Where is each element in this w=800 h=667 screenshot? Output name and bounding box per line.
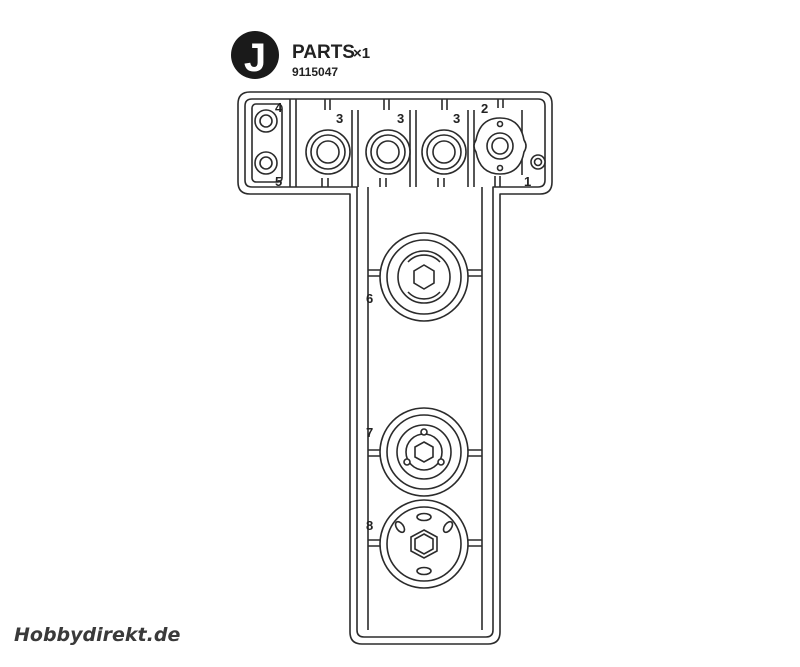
- part-label-5: 5: [275, 174, 282, 189]
- gate-notch: [379, 178, 387, 187]
- badge-letter: J: [244, 36, 266, 80]
- part-label-6: 6: [366, 291, 373, 306]
- part-label-7: 7: [366, 425, 373, 440]
- top-parts: [254, 109, 546, 175]
- part-6: [379, 232, 469, 322]
- gate-notch: [324, 99, 331, 110]
- part-4: [254, 109, 278, 133]
- part-label-3: 3: [453, 111, 460, 126]
- parts-title: PARTS: [292, 42, 355, 63]
- part-3: [305, 129, 351, 175]
- parts-quantity: ×1: [353, 45, 370, 62]
- sprue-outline-outer: [237, 91, 553, 645]
- gate-notch: [494, 176, 501, 187]
- part-label-2: 2: [481, 101, 488, 116]
- sprue-outline-inner: [244, 98, 546, 638]
- part-number: 9115047: [292, 65, 338, 79]
- part-label-8: 8: [366, 518, 373, 533]
- part-label-4: 4: [275, 100, 283, 115]
- part-7: [379, 407, 469, 497]
- gate: [468, 539, 482, 547]
- part-8: [379, 499, 469, 589]
- part-label-3: 3: [397, 111, 404, 126]
- gate-notch: [441, 99, 448, 110]
- watermark-text: Hobbydirekt.de: [14, 624, 180, 646]
- part-label-3: 3: [336, 111, 343, 126]
- header: J PARTS ×1 9115047: [231, 31, 370, 80]
- part-label-1: 1: [524, 174, 531, 189]
- gate-notch: [321, 178, 329, 187]
- part-labels: 1 2 3 3 3 4 5 6 7 8: [275, 100, 531, 533]
- gate-notch: [437, 178, 445, 187]
- badge-circle: [231, 31, 279, 79]
- part-2: [473, 117, 527, 175]
- part-1: [530, 154, 546, 170]
- sprue-bay-left: [251, 103, 283, 183]
- stem-parts: [379, 232, 469, 589]
- gate: [468, 449, 482, 457]
- part-3: [365, 129, 411, 175]
- gate: [368, 449, 380, 457]
- gate: [468, 269, 482, 277]
- gate-notch: [383, 99, 390, 110]
- part-3: [421, 129, 467, 175]
- part-5: [254, 151, 278, 175]
- gate-notch: [497, 99, 504, 108]
